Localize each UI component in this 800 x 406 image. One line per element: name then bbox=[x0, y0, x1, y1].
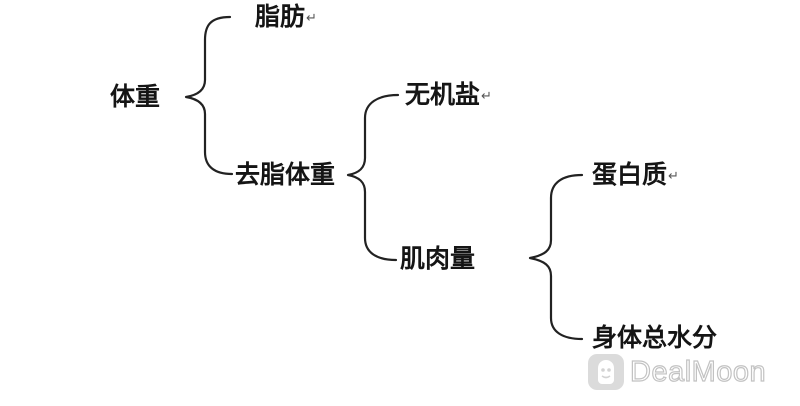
brace-muscle bbox=[528, 173, 584, 341]
node-protein: 蛋白质↵ bbox=[592, 160, 679, 189]
paragraph-mark: ↵ bbox=[668, 169, 679, 184]
node-lean-mass: 去脂体重 bbox=[235, 160, 336, 189]
watermark-text: DealMoon bbox=[629, 355, 767, 388]
node-fat: 脂肪↵ bbox=[255, 2, 317, 31]
node-body-weight: 体重 bbox=[110, 82, 161, 111]
dealmoon-logo-icon bbox=[588, 354, 624, 390]
brace-lean-mass bbox=[346, 93, 400, 262]
watermark: DealMoon bbox=[588, 352, 766, 392]
node-muscle: 肌肉量 bbox=[400, 244, 476, 273]
node-body-water: 身体总水分 bbox=[592, 323, 718, 352]
node-minerals: 无机盐↵ bbox=[405, 80, 492, 109]
brace-body-weight bbox=[184, 15, 234, 176]
paragraph-mark: ↵ bbox=[481, 89, 492, 104]
paragraph-mark: ↵ bbox=[306, 11, 317, 26]
